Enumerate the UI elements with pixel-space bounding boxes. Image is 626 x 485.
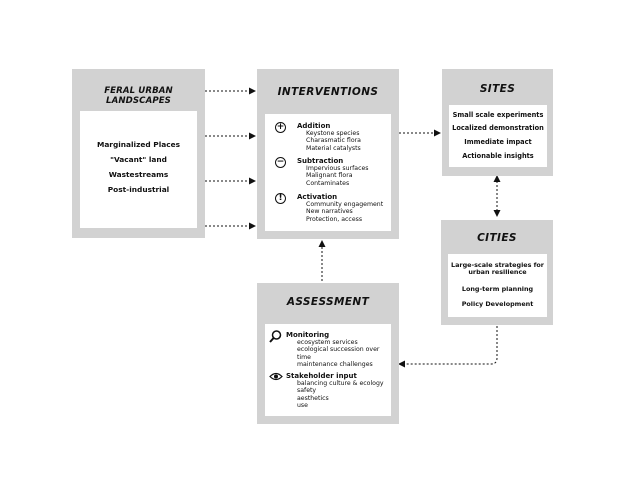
interventions-panel: + Addition Keystone species Charasmatic … xyxy=(265,114,391,231)
group-item: Charasmatic flora xyxy=(306,137,361,145)
sites-title: SITES xyxy=(479,83,516,95)
group-item: Protection, access xyxy=(306,215,363,223)
group-item: Impervious surfaces xyxy=(306,165,369,172)
feral-item: "Vacant" land xyxy=(110,155,167,164)
group-item: use xyxy=(297,401,308,409)
interventions-title: INTERVENTIONS xyxy=(277,86,379,98)
feral-urban-landscapes-box: FERAL URBAN LANDSCAPES Marginalized Plac… xyxy=(72,69,205,238)
group-title: Monitoring xyxy=(286,331,330,339)
arrow-cities-to-assessment xyxy=(398,326,498,368)
interventions-box: INTERVENTIONS + Addition Keystone specie… xyxy=(257,69,399,239)
group-item: New narratives xyxy=(306,208,353,216)
group-item: aesthetics xyxy=(297,394,329,402)
sites-item: Localized demonstration xyxy=(452,124,544,132)
group-item: ecosystem services xyxy=(297,339,358,346)
group-item: Community engagement xyxy=(306,201,384,208)
feral-item: Post-industrial xyxy=(107,185,170,194)
group-item: balancing culture & ecology xyxy=(297,380,384,387)
sites-item: Actionable insights xyxy=(462,152,534,160)
feral-urban-landscapes-title: FERAL URBAN LANDSCAPES xyxy=(104,86,173,106)
sites-items-panel: Small scale experiments Localized demons… xyxy=(449,105,547,167)
sites-item: Small scale experiments xyxy=(452,111,544,119)
cities-item: Policy Development xyxy=(461,300,534,308)
plus-icon: + xyxy=(275,122,286,133)
feral-items-panel: Marginalized Places "Vacant" land Wastes… xyxy=(80,111,197,228)
feral-item: Marginalized Places xyxy=(96,140,181,149)
group-item: safety xyxy=(297,387,317,395)
group-item: ecological succession over time xyxy=(297,346,380,361)
cities-items-panel: Large-scale strategies for urban resilie… xyxy=(448,254,547,317)
feral-item: Wastestreams xyxy=(108,170,169,179)
group-item: maintenance challenges xyxy=(297,360,373,368)
group-title: Subtraction xyxy=(297,157,344,165)
group-item: Contaminates xyxy=(306,179,350,187)
cities-item: Large-scale strategies for urban resilie… xyxy=(451,261,544,277)
minus-icon: − xyxy=(275,157,286,168)
assessment-title: ASSESSMENT xyxy=(286,296,370,308)
group-item: Malignant flora xyxy=(306,172,353,180)
cities-item: Long-term planning xyxy=(461,285,534,293)
eye-icon xyxy=(269,372,283,381)
assessment-panel: Monitoring ecosystem services ecological… xyxy=(265,324,391,416)
sites-box: SITES Small scale experiments Localized … xyxy=(442,69,553,176)
group-title: Addition xyxy=(297,122,331,130)
magnifier-icon xyxy=(269,330,282,343)
group-title: Stakeholder input xyxy=(286,372,357,380)
group-item: Material catalysts xyxy=(306,144,361,152)
group-title: Activation xyxy=(297,193,338,201)
assessment-box: ASSESSMENT Monitoring ecosystem services… xyxy=(257,283,399,424)
exclamation-icon: ! xyxy=(275,193,286,204)
group-item: Keystone species xyxy=(306,130,360,137)
sites-item: Immediate impact xyxy=(464,138,532,146)
cities-box: CITIES Large-scale strategies for urban … xyxy=(441,220,553,325)
cities-title: CITIES xyxy=(477,232,517,244)
